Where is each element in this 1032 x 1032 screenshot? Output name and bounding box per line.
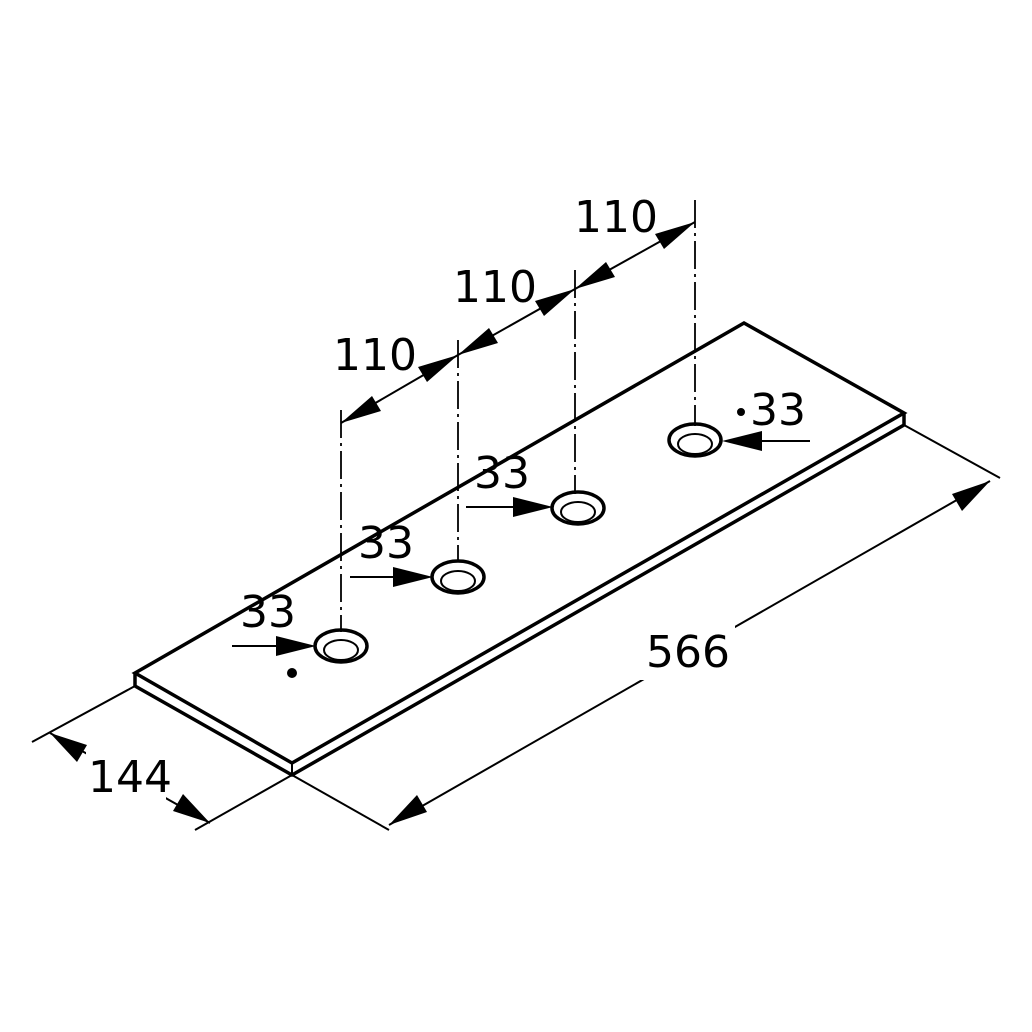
length-dimension: 566: [291, 424, 1001, 831]
diameter-label-1: 33: [240, 587, 296, 638]
width-dimension: 144: [31, 685, 293, 831]
spacing-dimensions: 110 110 110: [333, 192, 696, 424]
hole-4: [667, 422, 723, 458]
diameter-label-4: 33: [750, 385, 806, 436]
spacing-label-1: 110: [333, 330, 417, 381]
diameter-label-2: 33: [358, 518, 414, 569]
hole-3: [550, 490, 606, 526]
diameter-callouts: 33 33 33 33: [232, 385, 810, 656]
hole-2: [430, 559, 486, 595]
small-marker-hole: [287, 668, 297, 678]
length-label: 566: [646, 627, 730, 678]
diameter-label-3: 33: [474, 448, 530, 499]
spacing-label-2: 110: [453, 262, 537, 313]
hole-1: [313, 628, 369, 664]
small-marker-hole-right: [737, 408, 745, 416]
center-lines: [340, 200, 696, 632]
width-label: 144: [88, 752, 172, 803]
spacing-label-3: 110: [574, 192, 658, 243]
